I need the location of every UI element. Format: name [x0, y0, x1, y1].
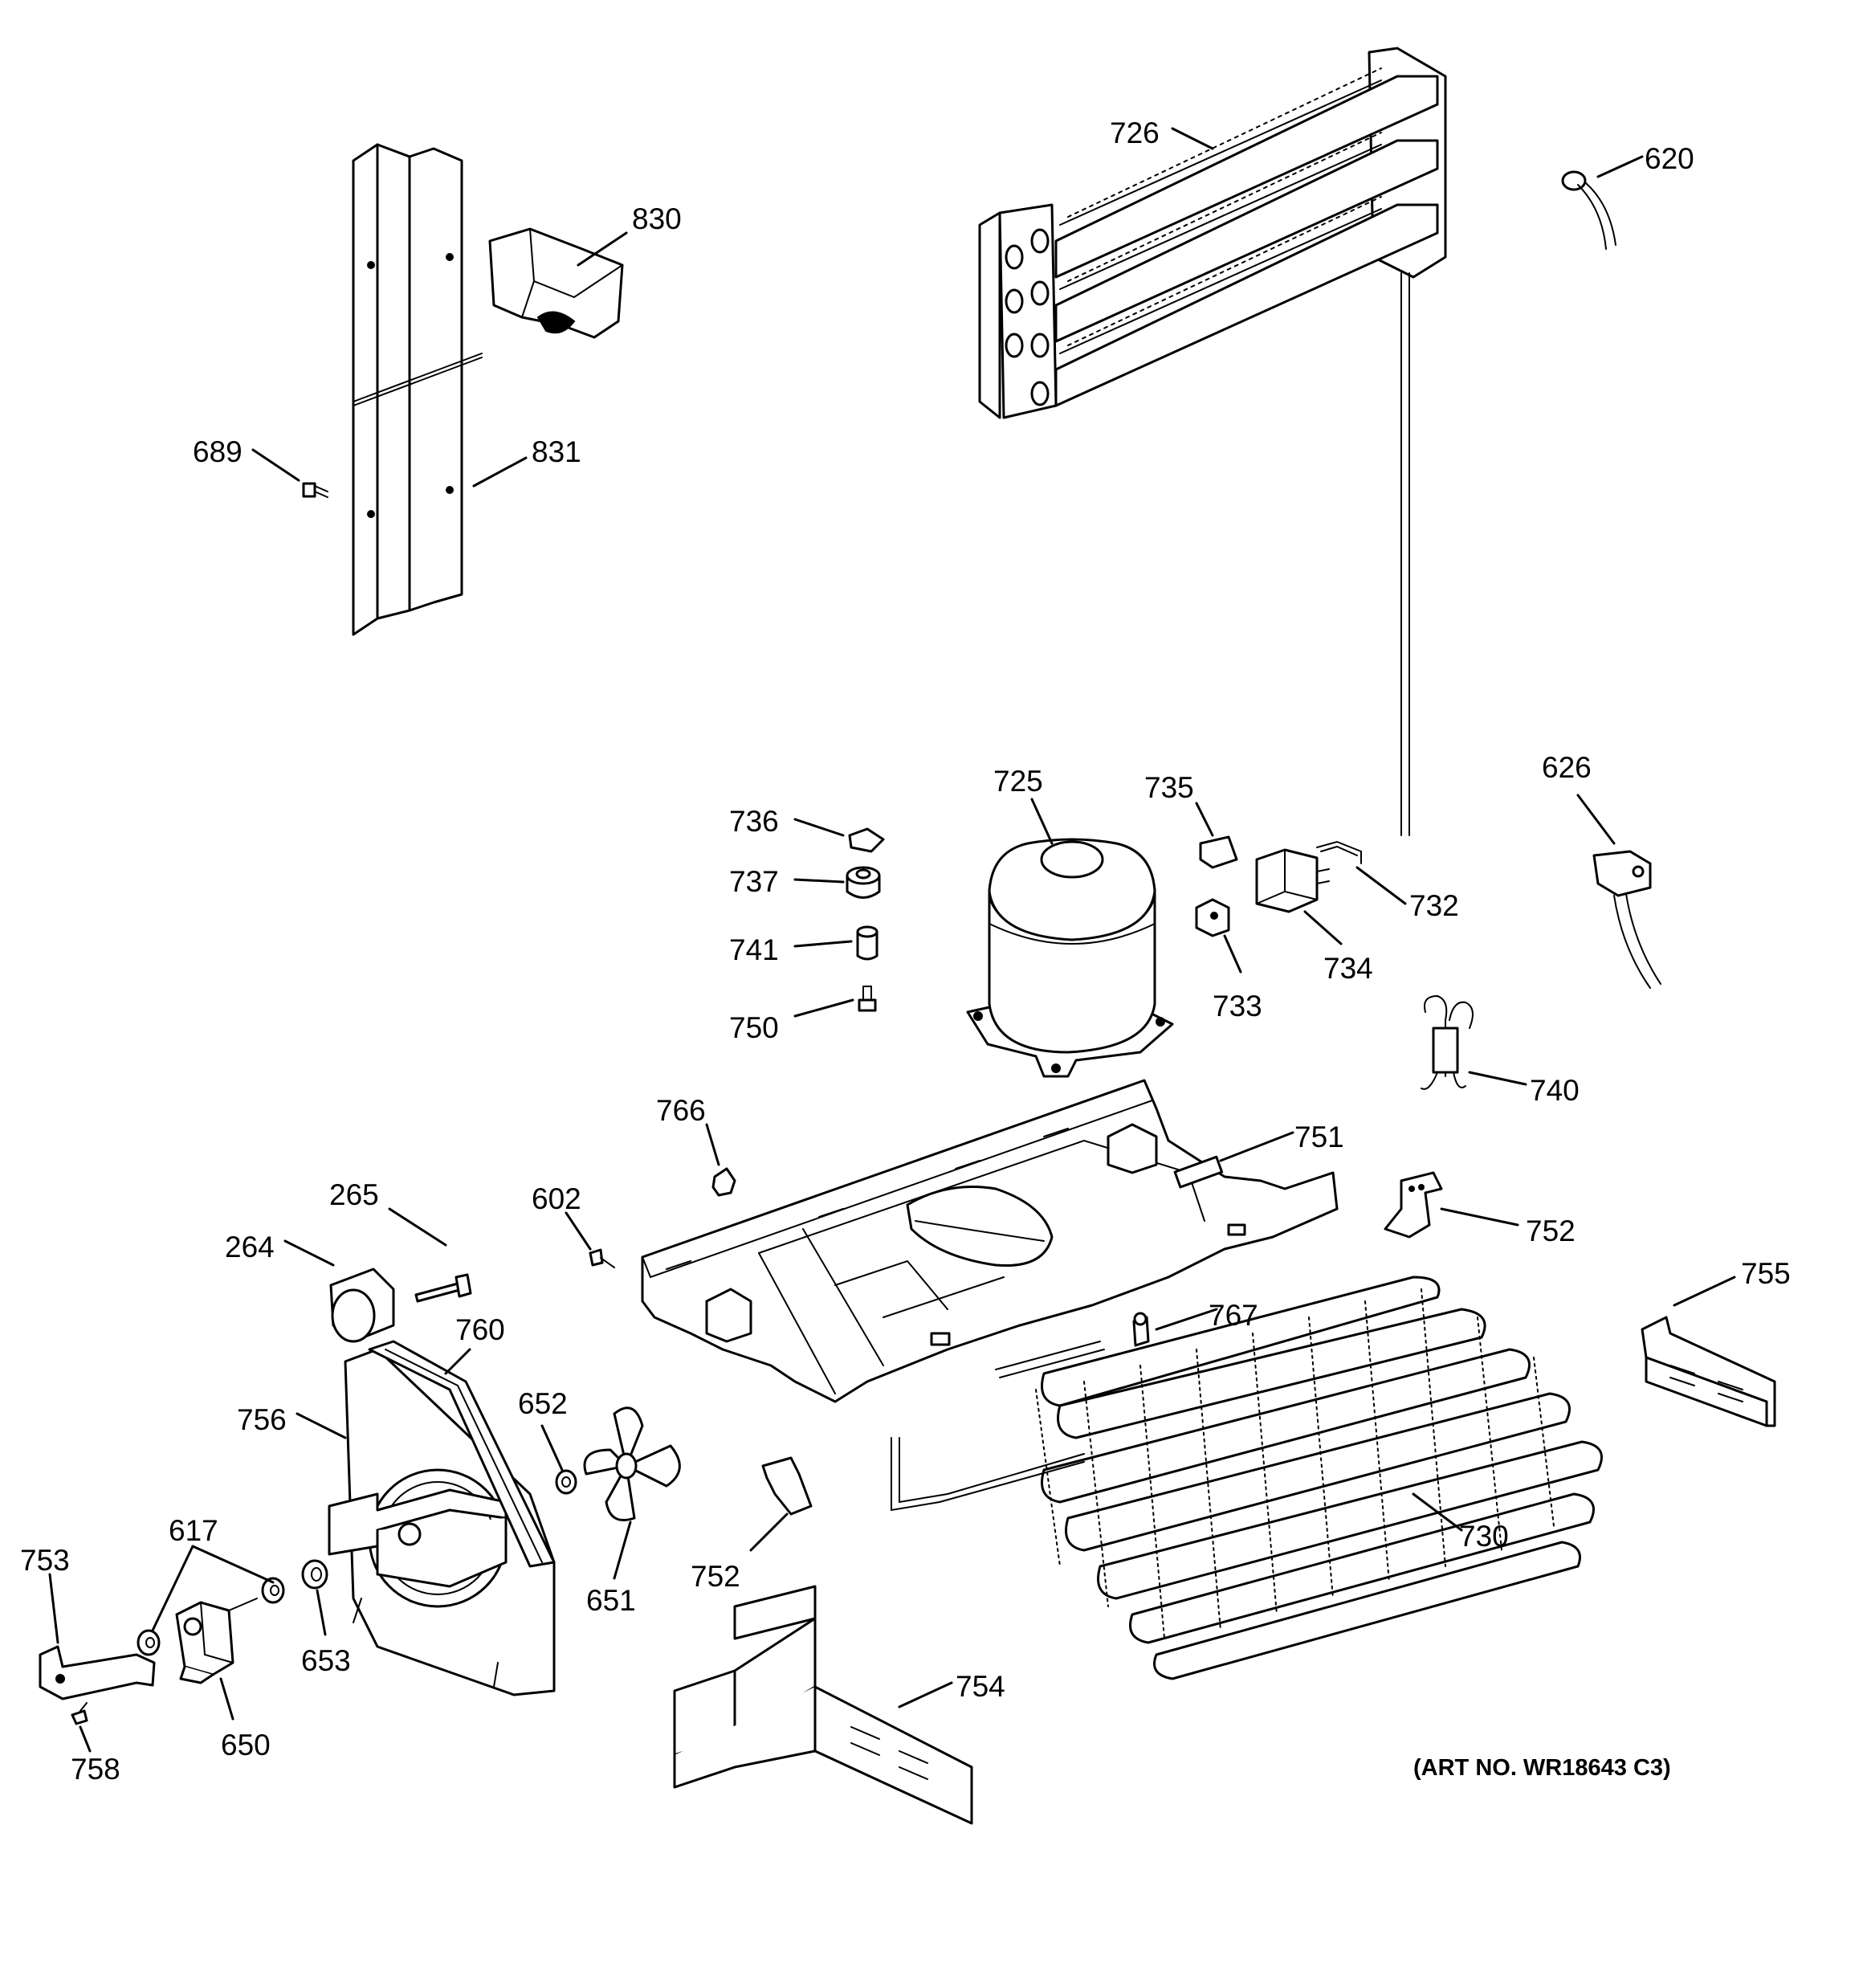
label-602: 602	[532, 1182, 581, 1215]
part-760-shroud-gasket	[368, 1340, 556, 1568]
label-265: 265	[329, 1178, 379, 1211]
label-689: 689	[193, 435, 243, 468]
label-651: 651	[586, 1584, 636, 1617]
label-737: 737	[729, 865, 779, 898]
label-766: 766	[656, 1094, 706, 1127]
part-626-power-cord	[1592, 850, 1661, 989]
part-732-wire-clip	[1316, 840, 1362, 864]
part-750-bolt	[858, 986, 877, 1012]
part-735-clip	[1199, 835, 1238, 869]
part-830-block	[488, 227, 624, 339]
label-626: 626	[1542, 751, 1592, 784]
part-689-screw	[302, 482, 328, 498]
label-264: 264	[225, 1231, 275, 1263]
leader-lines	[48, 127, 1736, 1753]
label-740: 740	[1530, 1074, 1580, 1107]
part-620-cord	[1561, 170, 1616, 250]
label-734: 734	[1323, 952, 1373, 985]
part-736-clip	[848, 827, 885, 853]
part-755-bracket	[1641, 1316, 1776, 1427]
part-733-overload	[1195, 898, 1230, 937]
part-740-spring-clip	[1421, 994, 1474, 1090]
part-652-nut	[555, 1469, 577, 1495]
label-750: 750	[729, 1011, 779, 1044]
label-753: 753	[20, 1544, 70, 1577]
label-735: 735	[1144, 771, 1194, 804]
label-831: 831	[532, 435, 581, 468]
part-831-channel	[352, 143, 483, 636]
part-766-clip	[711, 1167, 736, 1197]
label-758: 758	[71, 1753, 120, 1786]
part-725-compressor	[966, 838, 1174, 1078]
part-753-bracket	[39, 1645, 156, 1700]
label-730: 730	[1459, 1520, 1509, 1553]
label-733: 733	[1213, 990, 1262, 1023]
part-labels: 726 620 830 831 689 626 725 735 736 737 …	[20, 116, 1791, 1786]
label-830: 830	[632, 202, 682, 235]
label-620: 620	[1645, 142, 1694, 175]
art-number-caption: (ART NO. WR18643 C3)	[1413, 1755, 1671, 1781]
label-652: 652	[518, 1387, 568, 1420]
label-756: 756	[237, 1403, 287, 1436]
part-752-bracket-lower	[761, 1456, 813, 1516]
label-650: 650	[221, 1729, 271, 1761]
label-754: 754	[956, 1670, 1005, 1703]
part-617-grommets	[137, 1577, 285, 1656]
label-725: 725	[993, 765, 1043, 798]
part-602-screw	[589, 1248, 615, 1268]
label-726: 726	[1110, 116, 1160, 149]
part-754-base-bracket	[673, 1585, 973, 1825]
part-752-bracket-upper	[1384, 1171, 1443, 1239]
part-264-cylinder	[329, 1268, 395, 1343]
part-726-condenser-coil	[978, 47, 1447, 836]
label-755: 755	[1741, 1257, 1791, 1290]
part-651-fan-blade	[583, 1406, 681, 1521]
label-752-lower: 752	[691, 1560, 740, 1593]
label-741: 741	[729, 933, 779, 966]
label-732: 732	[1409, 889, 1459, 922]
label-760: 760	[455, 1313, 505, 1346]
part-730-coil	[891, 1276, 1603, 1680]
part-650-fan-motor	[175, 1598, 258, 1684]
label-653: 653	[301, 1644, 351, 1677]
label-736: 736	[729, 805, 779, 838]
part-653-grommet	[301, 1559, 328, 1590]
part-734-relay	[1255, 848, 1330, 913]
part-751-base-pan	[641, 1079, 1339, 1403]
part-758-screw	[71, 1702, 88, 1725]
label-752-upper: 752	[1526, 1214, 1576, 1247]
part-756-fan-shroud	[328, 1348, 556, 1696]
label-751: 751	[1294, 1121, 1344, 1153]
label-617: 617	[169, 1514, 218, 1547]
part-767-screw	[1132, 1312, 1150, 1347]
part-265-bolt	[414, 1273, 472, 1303]
part-737-grommet	[846, 866, 881, 899]
part-741-sleeve	[856, 925, 879, 961]
label-767: 767	[1209, 1299, 1258, 1332]
